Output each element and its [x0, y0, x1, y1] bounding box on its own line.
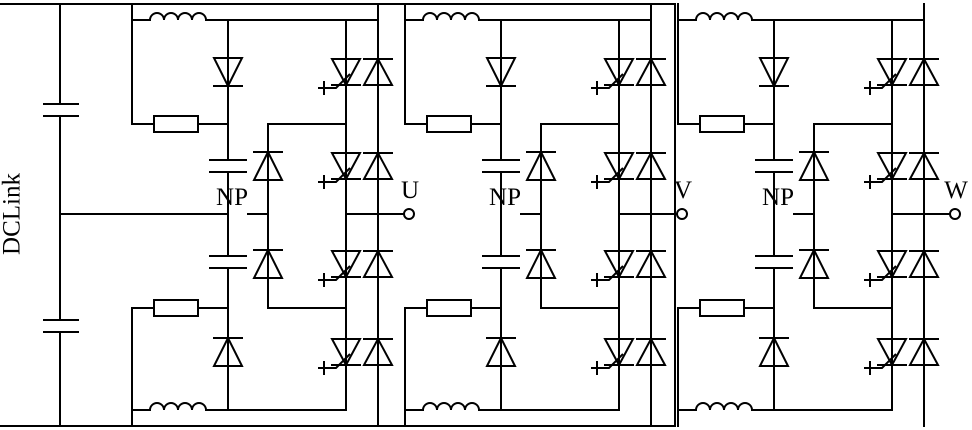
np-label: NP — [489, 184, 521, 211]
output-terminal — [676, 208, 688, 220]
phase-leg-1: NP U — [131, 3, 419, 427]
output-terminal — [403, 208, 415, 220]
phase-wires — [404, 3, 678, 427]
clamp-diode — [252, 149, 284, 181]
clamp-diode — [525, 149, 557, 181]
inductor — [422, 12, 480, 21]
inductor — [695, 12, 753, 21]
inductor — [149, 12, 207, 21]
switch-igbt — [864, 248, 940, 287]
switch-igbt — [318, 56, 394, 95]
clamp-diode — [798, 149, 830, 181]
snubber-diode — [212, 57, 244, 89]
snubber-diode — [485, 335, 517, 367]
switch-igbt — [864, 56, 940, 95]
resistor — [426, 115, 472, 133]
clamp-diode — [252, 247, 284, 279]
phase-leg-3: NP W — [677, 3, 968, 427]
switch-igbt — [591, 336, 667, 375]
snubber-diode — [212, 335, 244, 367]
clamp-capacitor — [755, 159, 793, 173]
clamp-capacitor — [482, 159, 520, 173]
resistor — [699, 299, 745, 317]
switch-igbt — [591, 56, 667, 95]
dc-link-capacitor — [43, 103, 79, 117]
switch-igbt — [864, 336, 940, 375]
switch-igbt — [318, 150, 394, 189]
switch-igbt — [864, 150, 940, 189]
clamp-capacitor — [755, 255, 793, 269]
phase-leg-2: NP V — [404, 3, 692, 427]
output-label: U — [401, 177, 419, 204]
clamp-capacitor — [209, 159, 247, 173]
resistor — [153, 299, 199, 317]
switch-igbt — [591, 248, 667, 287]
clamp-capacitor — [482, 255, 520, 269]
inductor — [422, 402, 480, 411]
switch-igbt — [318, 248, 394, 287]
inductor — [695, 402, 753, 411]
dc-link: DCLink — [0, 3, 676, 427]
dc-link-capacitor — [43, 319, 79, 333]
clamp-capacitor — [209, 255, 247, 269]
snubber-diode — [758, 335, 790, 367]
clamp-diode — [798, 247, 830, 279]
np-label: NP — [216, 184, 248, 211]
clamp-diode — [525, 247, 557, 279]
resistor — [699, 115, 745, 133]
switch-igbt — [318, 336, 394, 375]
np-label: NP — [762, 184, 794, 211]
phase-wires — [677, 3, 951, 427]
output-label: W — [944, 177, 968, 204]
snubber-diode — [758, 57, 790, 89]
switch-igbt — [591, 150, 667, 189]
dc-link-label: DCLink — [0, 173, 26, 255]
resistor — [153, 115, 199, 133]
phase-wires — [131, 3, 405, 427]
snubber-diode — [485, 57, 517, 89]
output-label: V — [674, 177, 692, 204]
output-terminal — [949, 208, 961, 220]
resistor — [426, 299, 472, 317]
inductor — [149, 402, 207, 411]
